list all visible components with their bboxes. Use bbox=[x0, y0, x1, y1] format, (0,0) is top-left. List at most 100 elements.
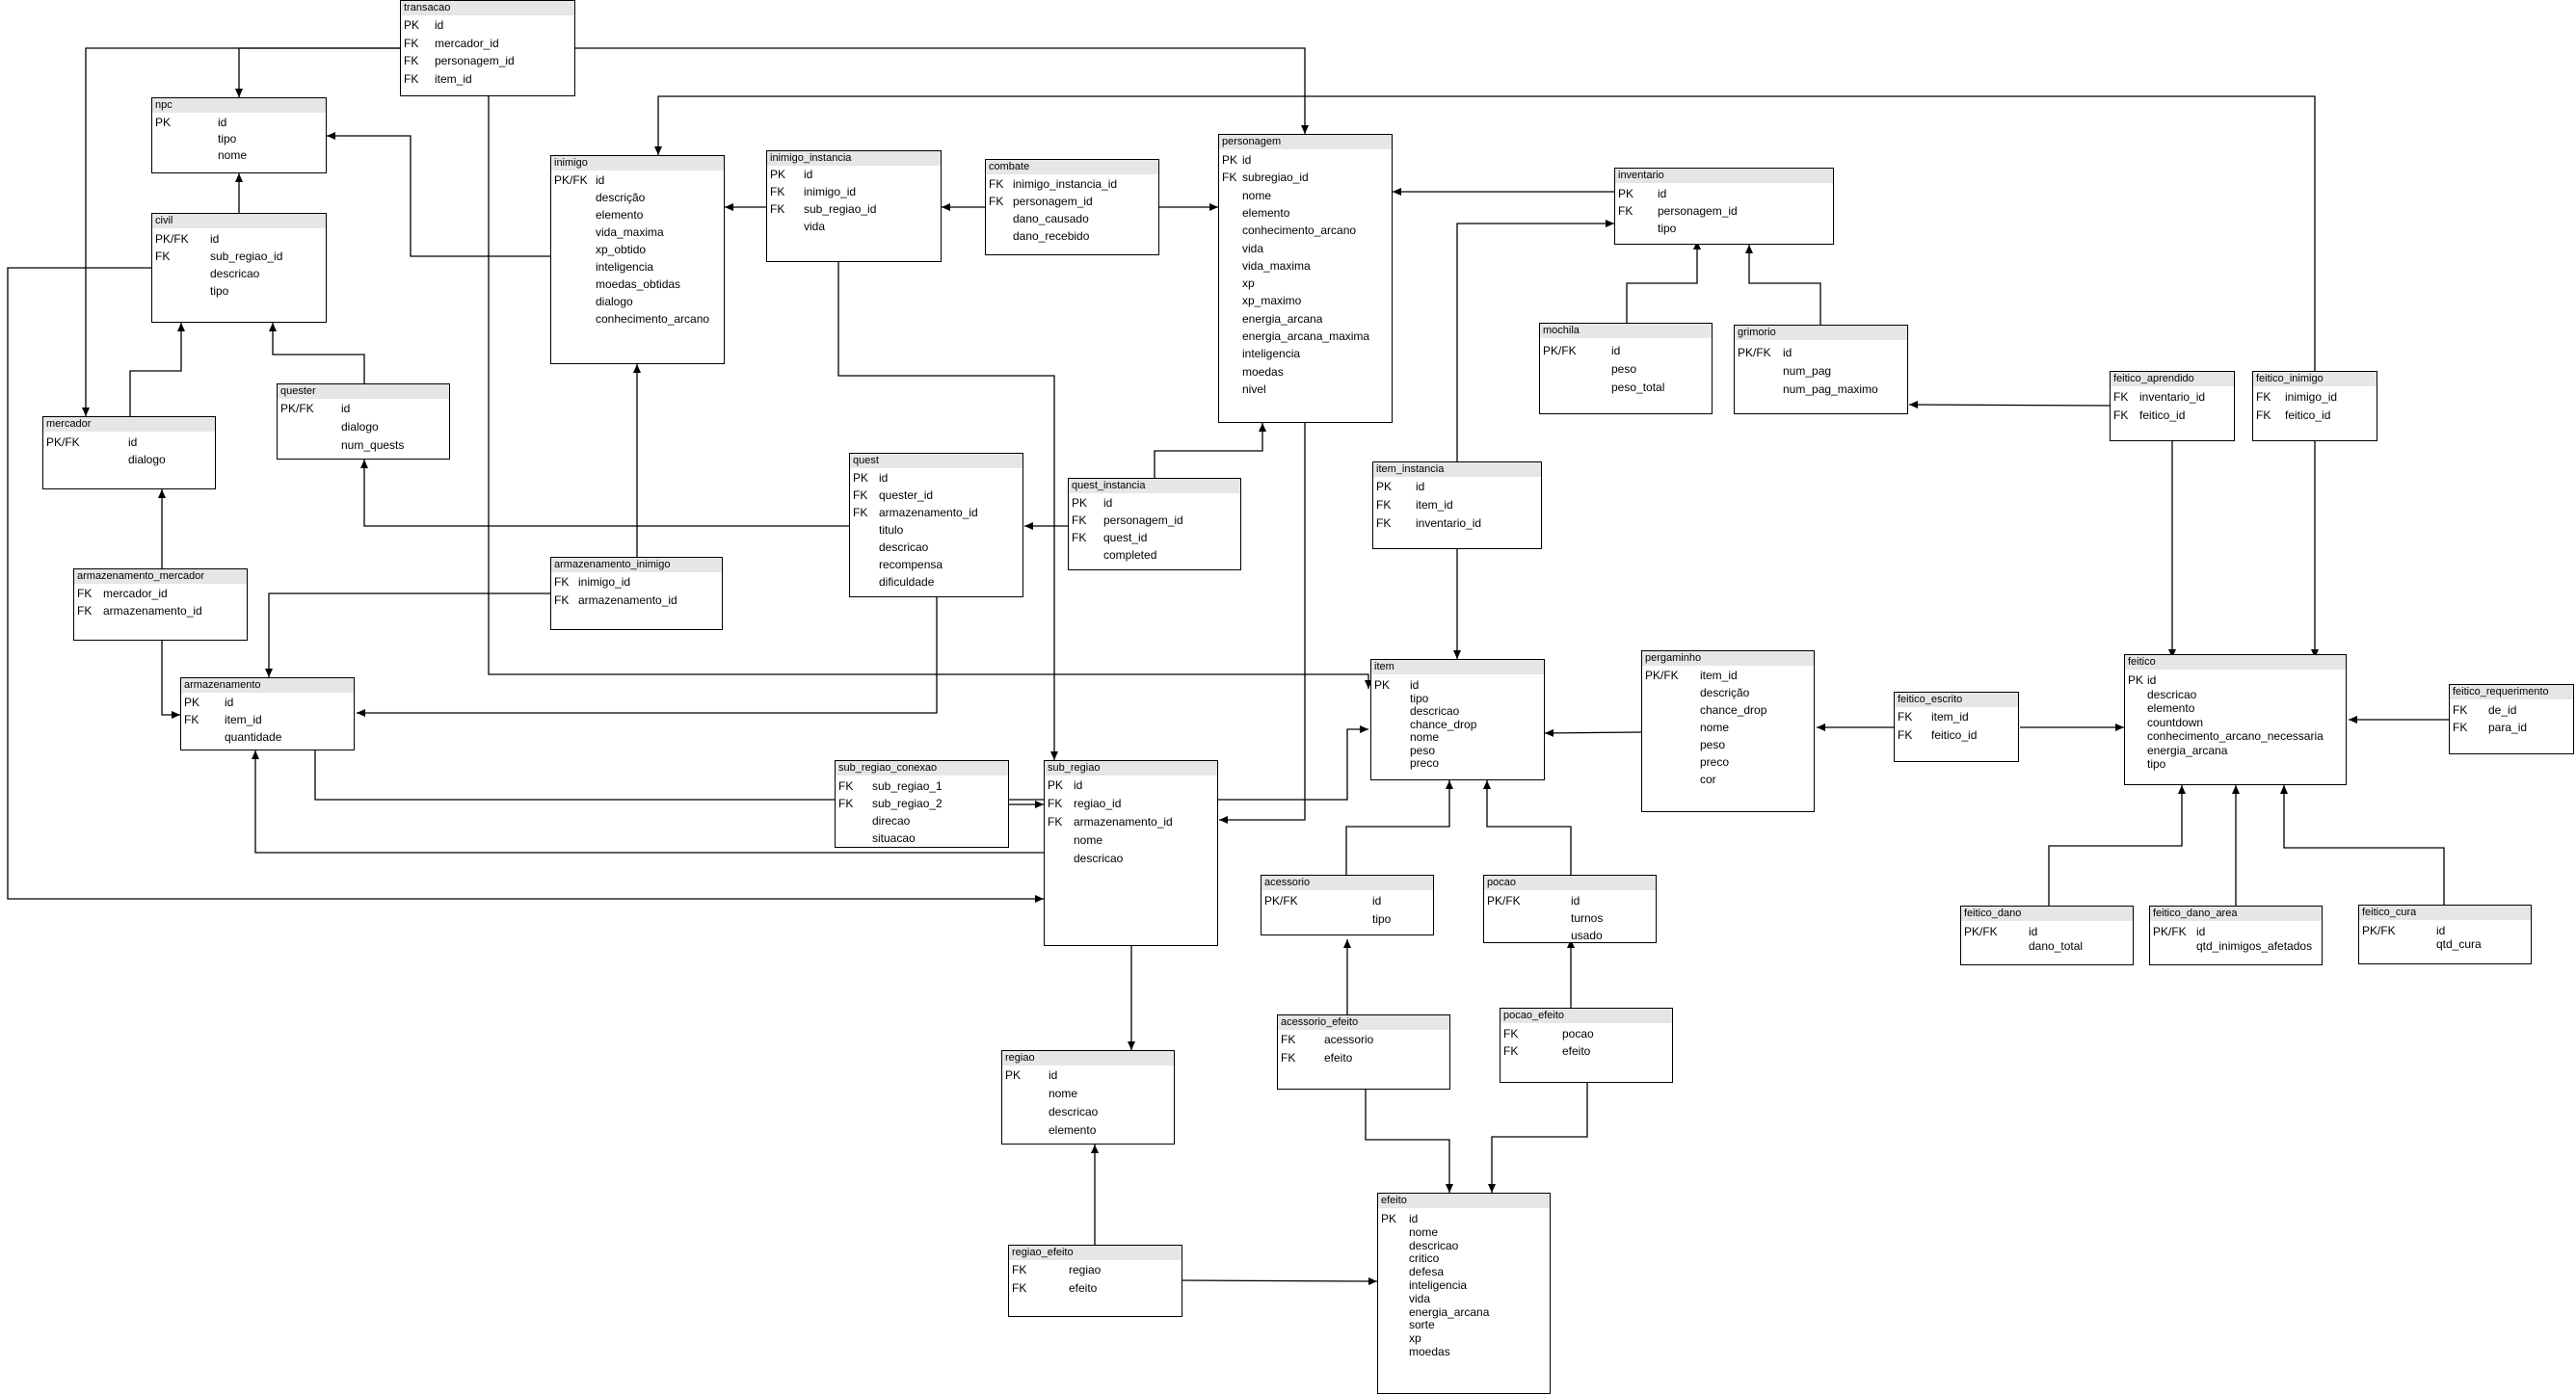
table-title: armazenamento_inimigo bbox=[551, 558, 722, 572]
edge-quest-quester bbox=[360, 460, 849, 527]
field-name: preco bbox=[1700, 755, 1730, 769]
field-name: elemento bbox=[1242, 205, 1290, 220]
field-name: dificuldade bbox=[879, 575, 935, 589]
field-name: id bbox=[1410, 678, 1420, 692]
table-title: feitico bbox=[2125, 655, 2346, 670]
table-title: feitico_dano bbox=[1961, 907, 2133, 921]
key-type: PK bbox=[155, 116, 172, 129]
field-name: mercador_id bbox=[435, 36, 499, 50]
table-title: inventario bbox=[1615, 169, 1833, 183]
table-title: quester bbox=[278, 384, 449, 399]
field-name: acessorio bbox=[1324, 1033, 1374, 1046]
key-type: FK bbox=[770, 202, 785, 216]
field-name: defesa bbox=[1409, 1265, 1445, 1279]
key-type: PK/FK bbox=[1543, 344, 1577, 357]
key-type: FK bbox=[1048, 797, 1063, 810]
field-name: dano_causado bbox=[1013, 212, 1089, 225]
field-name: id bbox=[1416, 480, 1425, 493]
field-name: xp bbox=[1409, 1331, 1421, 1346]
field-name: elemento bbox=[2147, 701, 2195, 715]
table-title: feitico_escrito bbox=[1895, 693, 2018, 707]
edge-pocaoefeito-efeito bbox=[1488, 1083, 1588, 1193]
field-name: sub_regiao_id bbox=[804, 202, 877, 216]
field-name: descricao bbox=[879, 540, 929, 554]
field-name: id bbox=[218, 116, 227, 129]
field-name: descricao bbox=[1074, 852, 1124, 865]
field-name: nome bbox=[1700, 721, 1730, 734]
key-type: FK bbox=[1898, 710, 1913, 724]
field-name: vida bbox=[804, 220, 826, 233]
table-title: personagem bbox=[1219, 135, 1392, 149]
edge-feiticodano-feitico bbox=[2048, 785, 2186, 906]
field-name: feitico_id bbox=[2285, 408, 2331, 422]
key-type: FK bbox=[1376, 498, 1392, 512]
field-name: energia_arcana bbox=[1409, 1304, 1490, 1319]
field-name: id bbox=[1783, 346, 1793, 359]
field-name: nome bbox=[1410, 730, 1440, 744]
field-name: xp bbox=[1242, 276, 1255, 291]
key-type: PK bbox=[1072, 496, 1088, 510]
edge-acessorio-item bbox=[1345, 780, 1453, 875]
field-name: nome bbox=[1049, 1087, 1078, 1100]
edge-quest-armazenamento bbox=[357, 597, 938, 717]
field-name: countdown bbox=[2147, 715, 2204, 729]
key-type: FK bbox=[2113, 390, 2129, 404]
field-name: feitico_id bbox=[1931, 728, 1978, 742]
field-name: nivel bbox=[1242, 382, 1266, 396]
field-name: moedas_obtidas bbox=[596, 277, 681, 291]
field-name: efeito bbox=[1069, 1281, 1098, 1295]
edge-grimorio-inventario bbox=[1745, 245, 1821, 325]
key-type: PK/FK bbox=[1264, 894, 1298, 908]
field-name: situacao bbox=[872, 831, 916, 845]
field-name: armazenamento_id bbox=[103, 604, 202, 618]
field-name: nome bbox=[1409, 1224, 1439, 1239]
field-name: regiao bbox=[1069, 1263, 1102, 1277]
key-type: PK bbox=[404, 18, 420, 32]
key-type: PK/FK bbox=[2362, 924, 2396, 937]
field-name: id bbox=[435, 18, 444, 32]
field-name: id bbox=[1103, 496, 1113, 510]
field-name: armazenamento_id bbox=[879, 506, 978, 519]
key-type: FK bbox=[2256, 408, 2271, 422]
field-name: inteligencia bbox=[1242, 347, 1301, 361]
field-name: tipo bbox=[218, 132, 237, 145]
field-name: id bbox=[1049, 1068, 1058, 1082]
field-name: feitico_id bbox=[2139, 408, 2186, 422]
field-name: sorte bbox=[1409, 1318, 1435, 1332]
key-type: FK bbox=[554, 593, 570, 607]
table-title: efeito bbox=[1378, 1194, 1550, 1208]
key-type: FK bbox=[1012, 1281, 1027, 1295]
field-name: num_pag_maximo bbox=[1783, 382, 1878, 396]
field-name: completed bbox=[1103, 548, 1157, 562]
field-name: para_id bbox=[2488, 721, 2528, 734]
key-type: PK/FK bbox=[46, 435, 80, 449]
table-title: inimigo_instancia bbox=[767, 151, 941, 166]
field-name: inimigo_id bbox=[578, 575, 631, 589]
edge-transacao-mercador bbox=[82, 47, 400, 416]
key-type: PK/FK bbox=[280, 402, 314, 415]
edge-iteminst-inventario bbox=[1456, 220, 1614, 461]
edge-regiaoefeito-efeito bbox=[1181, 1277, 1378, 1285]
field-name: id bbox=[2196, 925, 2206, 938]
key-type: FK bbox=[1012, 1263, 1027, 1277]
edge-inimigoinst-subregiao bbox=[837, 262, 1058, 760]
table-title: feitico_aprendido bbox=[2111, 372, 2234, 386]
field-name: id bbox=[210, 232, 220, 246]
table-title: feitico_cura bbox=[2359, 906, 2531, 920]
edge-armazenamento-item bbox=[314, 725, 1368, 801]
field-name: nome bbox=[218, 148, 248, 162]
edge-armmerc-armazenamento bbox=[161, 641, 180, 719]
